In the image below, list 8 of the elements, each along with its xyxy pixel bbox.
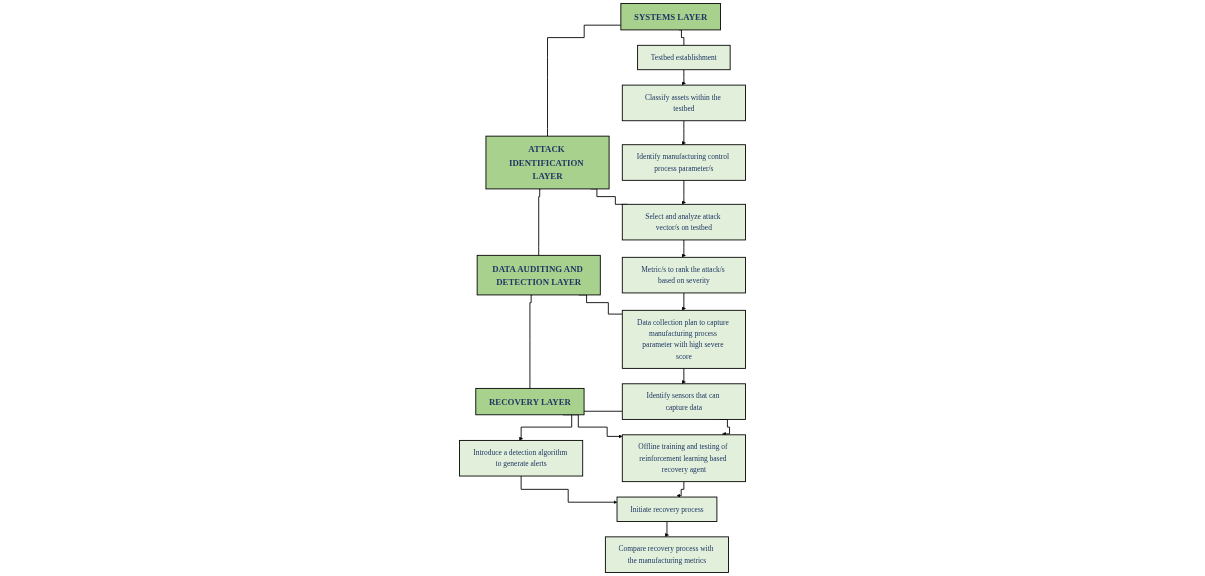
connector	[529, 294, 533, 389]
node-box: RECOVERY LAYER	[475, 387, 585, 416]
connector	[538, 188, 542, 256]
node-box: ATTACK IDENTIFICATION LAYER	[485, 135, 610, 190]
connector	[547, 24, 622, 137]
node-box: DATA AUDITING AND DETECTION LAYER	[476, 254, 601, 296]
node-box: SYSTEMS LAYER	[620, 3, 721, 31]
connector	[678, 29, 685, 46]
